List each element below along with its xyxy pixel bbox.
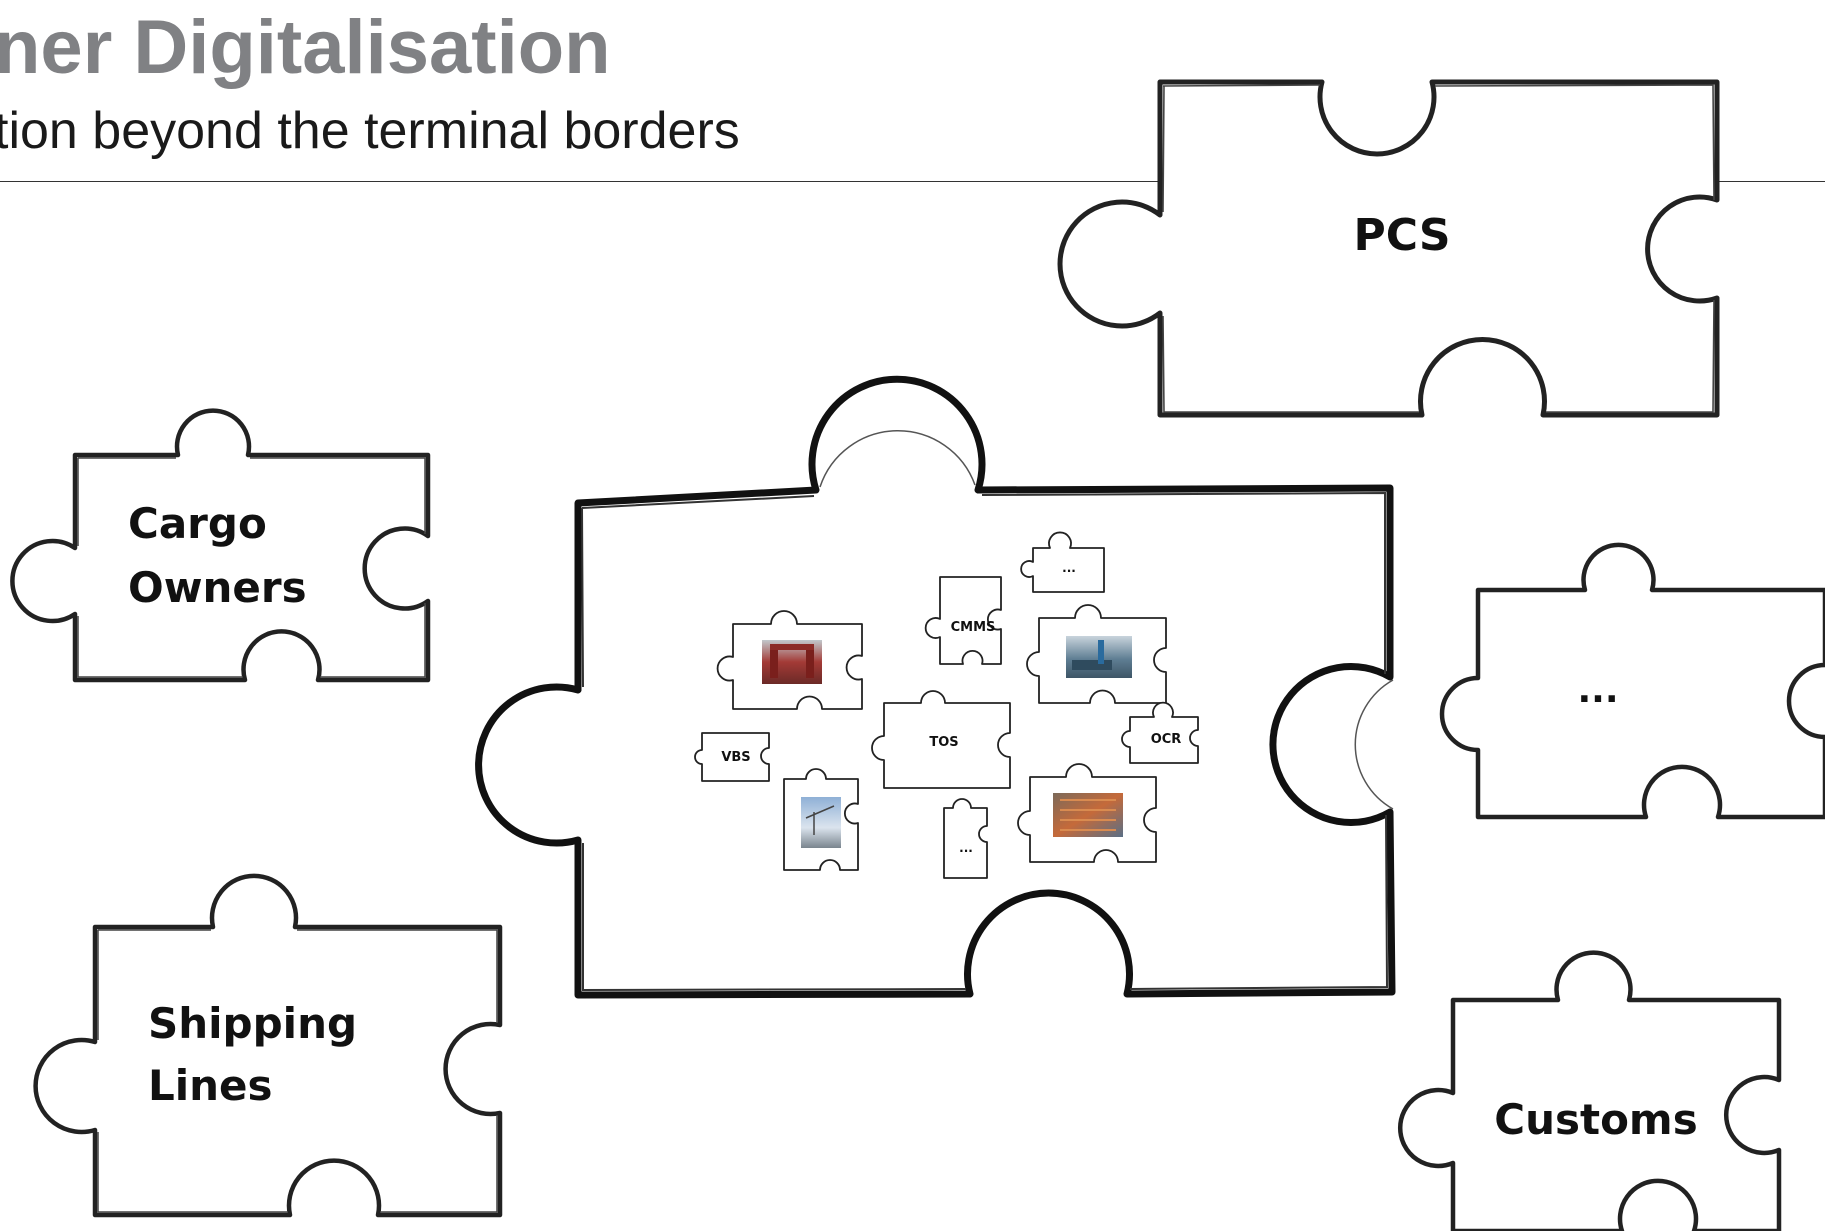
pcs-label: PCS [1353,210,1450,261]
pcs-piece-outline [1057,79,1720,418]
header-divider [0,181,1825,182]
cmms-label: CMMS [951,620,996,635]
system-piece-cranes-photo [783,768,859,871]
shipping-lines-piece-outline [33,873,503,1218]
customs-piece-outline [1397,950,1782,1231]
slide-title: ner Digitalisation [0,5,611,90]
system-piece-cmms: CMMS [924,576,1002,665]
puzzle-piece-cargo-owners: Cargo Owners [10,408,431,683]
cargo-owners-label-line2: Owners [128,563,307,612]
shipping-lines-label-line2: Lines [148,1061,273,1110]
cargo-owners-label-line1: Cargo [128,499,267,548]
system-piece-tos: TOS [871,690,1011,789]
puzzle-piece-terminal [475,375,1396,999]
system-piece-crane-photo [716,610,863,710]
system-piece-more-bottom: ... [943,798,988,879]
system-piece-yard-photo [1017,763,1157,863]
puzzle-piece-more: ... [1439,542,1825,820]
tos-label: TOS [929,735,958,750]
vbs-label: VBS [721,750,750,765]
ocr-label: OCR [1151,732,1182,747]
slide-subtitle: tion beyond the terminal borders [0,102,740,160]
cranes-photo [801,797,841,848]
puzzle-piece-pcs: PCS [1057,79,1720,418]
puzzle-piece-customs: Customs [1397,950,1782,1231]
system-piece-ship-photo [1026,604,1167,704]
more-top-label: ... [1062,561,1076,575]
system-piece-ocr: OCR [1121,701,1199,764]
more-bottom-label: ... [959,841,973,855]
system-piece-more-top: ... [1020,531,1105,593]
puzzle-piece-shipping-lines: Shipping Lines [33,873,503,1218]
terminal-systems-cluster: CMMS ... VBS TOS OCR [694,531,1199,879]
customs-label: Customs [1494,1095,1697,1144]
shipping-lines-label-line1: Shipping [148,999,357,1048]
more-piece-outline [1439,542,1825,820]
system-piece-vbs: VBS [694,732,770,782]
cargo-owners-piece-outline [10,408,431,683]
more-label: ... [1577,670,1618,711]
terminal-piece-outline [475,375,1396,999]
